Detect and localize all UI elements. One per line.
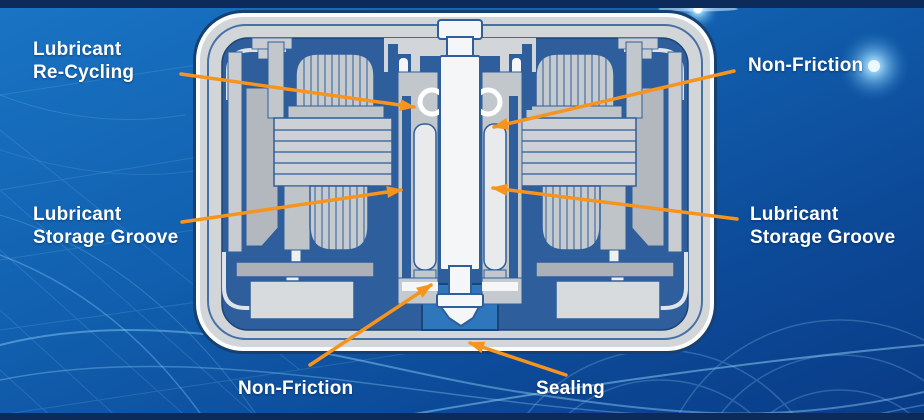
label-lubricant-recycling: Lubricant Re-Cycling [33,38,134,84]
arrow-storage-groove-right [491,183,739,221]
label-line: Non-Friction [238,378,354,399]
label-line: Re-Cycling [33,62,135,83]
bottom-frame-bar [0,413,924,420]
label-line: Sealing [536,378,605,399]
label-line: Lubricant [750,204,839,225]
arrow-non-friction-top [492,69,736,130]
annotation-arrows [179,69,739,377]
label-line: Non-Friction [748,55,864,76]
label-sealing: Sealing [536,377,605,400]
label-storage-groove-right: Lubricant Storage Groove [750,203,895,249]
arrow-non-friction-bottom [308,283,433,367]
shaft-column [439,55,481,271]
label-line: Lubricant [33,204,122,225]
shaft-washer [436,293,484,308]
label-line: Lubricant [33,39,122,60]
label-line: Storage Groove [33,227,179,248]
label-non-friction-top: Non-Friction [748,54,863,77]
label-line: Storage Groove [750,227,896,248]
arrow-storage-groove-left [180,186,403,224]
top-frame-bar [0,0,924,8]
shaft [436,19,484,327]
arrow-lubricant-recycling [179,72,416,111]
label-non-friction-bottom: Non-Friction [238,377,353,400]
shaft-neck [448,265,472,297]
label-storage-groove-left: Lubricant Storage Groove [33,203,178,249]
arrow-sealing [468,341,568,377]
shaft-tip [440,306,480,327]
